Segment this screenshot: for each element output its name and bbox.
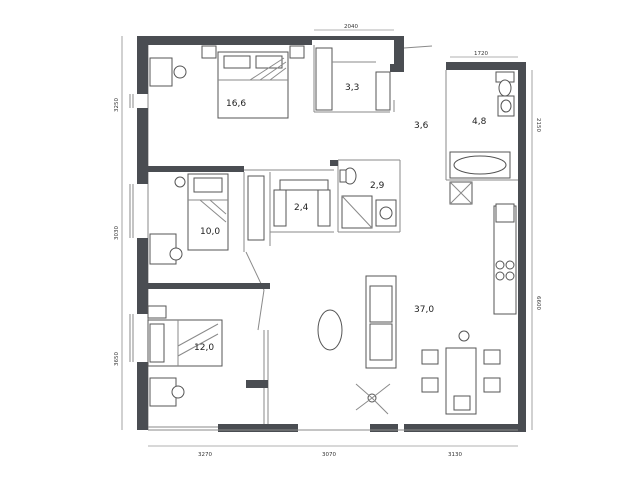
dim-top-wardrobe: 2040 (344, 24, 358, 30)
area-bedroom-middle: 10,0 (200, 227, 220, 237)
sofa (365, 275, 397, 369)
wall-bottom-mid (370, 424, 398, 432)
wall-left-5 (137, 287, 148, 314)
bathroom-fixtures (449, 71, 515, 205)
wall-hall-stub (330, 160, 338, 166)
wall-wardrobe-right (394, 36, 404, 72)
wall-top-middle (312, 36, 404, 40)
coffee-table (317, 309, 343, 351)
dim-right-bath: 2150 (535, 118, 541, 132)
dim-bottom-middle: 3070 (322, 452, 336, 458)
area-wc: 2,9 (370, 181, 385, 191)
storage-shelves (247, 175, 331, 241)
wc-fixtures (339, 167, 397, 229)
dim-left-top: 3250 (114, 98, 120, 112)
wall-bottom-left (218, 424, 298, 432)
bed-bottom (147, 305, 223, 407)
wall-wardrobe-step (390, 64, 404, 72)
wall-left-6 (137, 362, 148, 430)
wall-bottom-right (404, 424, 526, 432)
walls (137, 36, 526, 432)
wall-top-right (446, 62, 526, 70)
dimension-lines (121, 29, 533, 447)
dim-right-living: 6600 (535, 296, 541, 310)
area-hall: 3,6 (414, 121, 429, 131)
wardrobe-top (315, 47, 391, 111)
wall-left-4 (137, 238, 148, 287)
plant (355, 383, 391, 415)
windows-left (129, 94, 518, 431)
bed-middle (149, 173, 229, 265)
dim-left-middle: 3030 (114, 226, 120, 240)
area-living-kitchen: 37,0 (414, 305, 434, 315)
wall-right (518, 62, 526, 430)
wall-top-left (137, 36, 312, 45)
dining-set (421, 330, 501, 415)
area-bedroom-top: 16,6 (226, 99, 246, 109)
wall-left-1 (137, 36, 148, 94)
area-bathroom: 4,8 (472, 117, 487, 127)
dim-bottom-left: 3270 (198, 452, 212, 458)
wall-stair-stub (246, 380, 268, 388)
area-bedroom-bottom: 12,0 (194, 343, 214, 353)
dim-bottom-right: 3130 (448, 452, 462, 458)
dim-top-bath: 1720 (474, 51, 488, 57)
desk-top (149, 57, 187, 87)
area-storage: 2,4 (294, 203, 309, 213)
wall-bedroom-divider-2 (148, 283, 270, 289)
dim-left-bottom: 3650 (114, 352, 120, 366)
kitchen-counter (493, 203, 517, 315)
wall-left-2 (137, 108, 148, 170)
wall-bedroom-divider-1 (148, 166, 244, 172)
bed-top (201, 45, 305, 119)
wall-left-3 (137, 170, 148, 184)
area-wardrobe-top: 3,3 (345, 83, 359, 93)
